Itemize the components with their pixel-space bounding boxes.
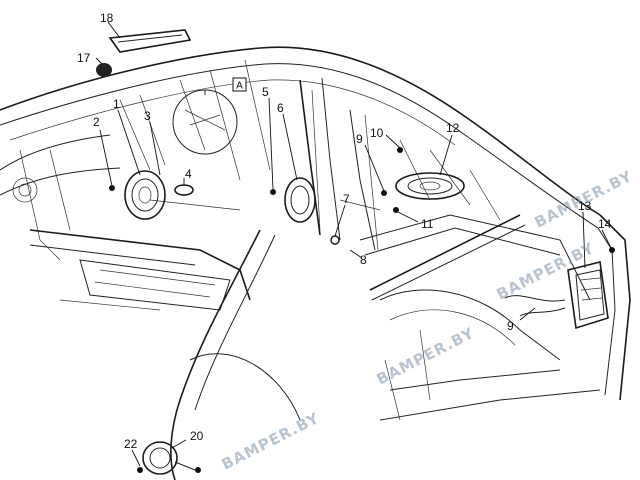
part-subwoofer-20	[142, 441, 196, 475]
label-10: 10	[370, 126, 384, 140]
label-14: 14	[598, 217, 612, 231]
label-17: 17	[77, 51, 91, 65]
watermark-text-3: BAMPER.BY	[494, 239, 598, 304]
label-4: 4	[185, 167, 192, 181]
part-labels: 1 2 3 4 5 6 7 8 9 10 11 12 13 14 9 17 18…	[77, 11, 612, 451]
label-5: 5	[262, 85, 269, 99]
label-3: 3	[144, 109, 151, 123]
label-6: 6	[277, 101, 284, 115]
label-20: 20	[190, 429, 204, 443]
leader-lines	[95, 21, 612, 467]
label-2: 2	[93, 115, 100, 129]
label-22: 22	[124, 437, 138, 451]
part-speaker-pillar	[284, 177, 316, 223]
part-trim-panel-18	[108, 29, 192, 53]
part-amplifier-module	[504, 261, 609, 330]
vehicle-body-outline	[0, 46, 631, 480]
label-9-lower: 9	[507, 319, 514, 333]
label-12: 12	[446, 121, 460, 135]
watermark-text-2: BAMPER.BY	[374, 324, 478, 389]
watermark-text-1: BAMPER.BY	[219, 409, 323, 474]
label-9-upper: 9	[356, 132, 363, 146]
watermark: BAMPER.BY BAMPER.BY BAMPER.BY BAMPER.BY	[219, 167, 636, 474]
part-fasteners	[109, 147, 615, 473]
part-speaker-front-left	[124, 170, 166, 220]
label-8: 8	[360, 253, 367, 267]
label-11: 11	[421, 217, 434, 231]
label-7: 7	[343, 192, 350, 206]
part-speaker-rear-deck	[395, 172, 465, 200]
label-1: 1	[113, 97, 120, 111]
detail-marker-box	[232, 77, 247, 92]
detail-marker-text: A	[236, 81, 243, 92]
part-grommet-4	[174, 184, 194, 196]
label-13: 13	[578, 199, 592, 213]
label-18: 18	[100, 11, 114, 25]
part-cap-17	[96, 63, 112, 77]
